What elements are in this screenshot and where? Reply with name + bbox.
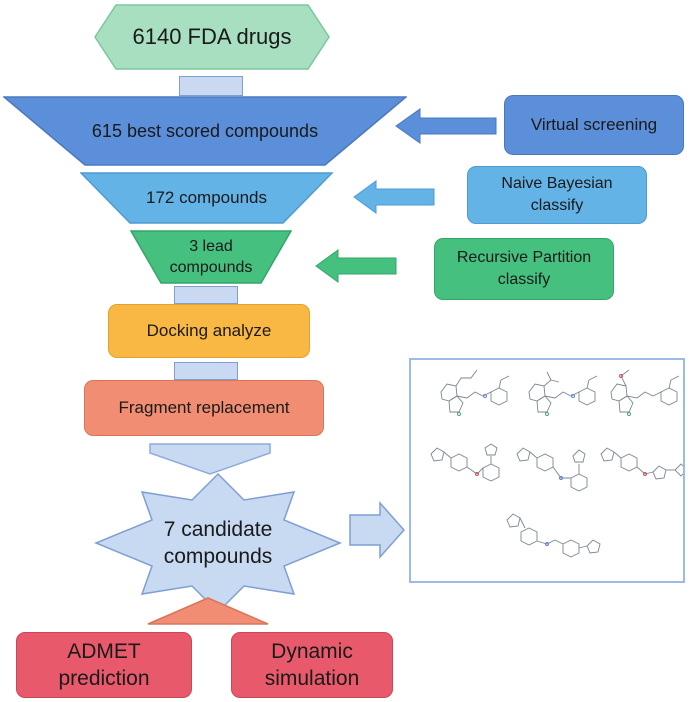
candidate-compounds-line1: 7 candidate (163, 518, 273, 541)
virtual-screening-box: Virtual screening (504, 95, 684, 155)
recursive-partition-line2: classify (497, 271, 551, 288)
dynamic-simulation-box: Dynamic simulation (231, 632, 393, 698)
dynamic-line2: simulation (264, 667, 360, 690)
admet-prediction-box: ADMET prediction (16, 632, 192, 698)
structure-2 (528, 371, 598, 416)
candidate-compounds-label: 7 candidate compounds (94, 472, 342, 614)
structure-6 (600, 447, 683, 480)
admet-line2: prediction (58, 667, 150, 690)
connector-1 (179, 76, 243, 96)
down-arrow-icon (149, 443, 271, 475)
lead-compounds-label: 3 lead compounds (130, 230, 292, 284)
fda-drugs-label: 6140 FDA drugs (132, 24, 292, 49)
connector-2 (174, 286, 238, 304)
lead-compounds-trapezoid (130, 230, 292, 284)
connector-3 (174, 362, 238, 380)
chemical-structures-icon (430, 369, 683, 558)
recursive-partition-box: Recursive Partition classify (434, 238, 614, 300)
structure-4 (430, 443, 500, 482)
compounds-172-node: 172 compounds (80, 172, 333, 224)
fda-drugs-node: 6140 FDA drugs (94, 4, 330, 70)
structure-5 (516, 447, 588, 492)
candidate-structures-panel (409, 358, 685, 583)
compounds-172-trapezoid (80, 172, 333, 224)
up-arrow-icon (147, 597, 269, 625)
compounds-172-label: 172 compounds (146, 188, 267, 207)
candidate-compounds-line2: compounds (163, 545, 273, 568)
docking-analyze-box: Docking analyze (108, 304, 310, 358)
fragment-replacement-box: Fragment replacement (84, 380, 324, 436)
naive-bayesian-arrow-icon (353, 180, 435, 214)
lead-compounds-line2: compounds (169, 259, 253, 276)
fda-drugs-hexagon (94, 4, 330, 70)
recursive-partition-line1: Recursive Partition (456, 249, 592, 266)
right-arrow-icon (349, 501, 406, 559)
lead-compounds-node: 3 lead compounds (130, 230, 292, 284)
naive-bayesian-line1: Naive Bayesian (501, 175, 613, 192)
best-scored-node: 615 best scored compounds (3, 96, 407, 166)
best-scored-label: 615 best scored compounds (91, 120, 319, 141)
naive-bayesian-box: Naive Bayesian classify (467, 166, 647, 224)
candidate-compounds-node: 7 candidate compounds (94, 472, 342, 614)
naive-bayesian-line2: classify (530, 197, 584, 214)
lead-compounds-line1: 3 lead (189, 238, 233, 255)
dynamic-line1: Dynamic (271, 640, 353, 663)
best-scored-trapezoid (3, 96, 407, 166)
virtual-screening-arrow-icon (395, 108, 497, 144)
admet-line1: ADMET (67, 640, 141, 663)
structure-7 (506, 513, 601, 558)
recursive-partition-arrow-icon (315, 249, 397, 283)
structure-3 (610, 369, 680, 416)
structure-1 (440, 369, 510, 416)
